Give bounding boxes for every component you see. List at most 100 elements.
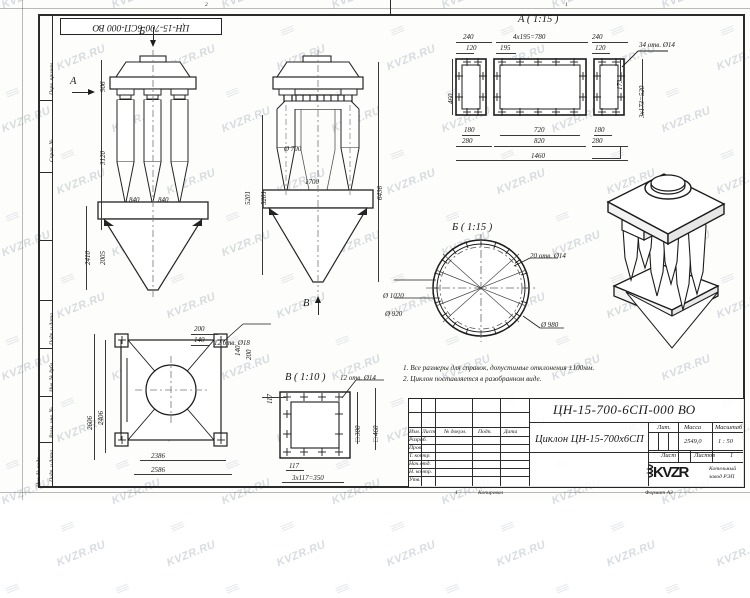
front-dim-840-a: 840	[129, 196, 140, 204]
section-arrow-b-stem	[153, 27, 154, 41]
watermark-logo-icon: ≡≡	[718, 517, 736, 536]
front-dim-2005: 2005	[99, 251, 107, 265]
dimline-a6	[592, 53, 610, 54]
dimline-a11	[594, 135, 612, 136]
viewv-dimline-5	[375, 388, 376, 450]
margin-item-inv-dubl: Инв. № дубл.	[49, 361, 55, 392]
detail-a-geometry	[455, 50, 668, 116]
side-view-geometry	[262, 50, 374, 292]
section-arrow-v-stem	[318, 302, 319, 315]
detail-a-dim-120-l: 120	[466, 44, 477, 52]
margin-sep-6	[38, 396, 52, 397]
tb-grid-h1	[408, 412, 529, 413]
note-line-2: 2. Циклон поставляется в разобранном вид…	[403, 375, 542, 383]
tb-grid-h2	[408, 427, 529, 428]
watermark-logo-icon: ≡≡	[608, 517, 626, 536]
watermark-logo-icon: ≡≡	[168, 517, 186, 536]
margin-sep-7	[38, 442, 52, 443]
copied-label: Копировал	[478, 490, 504, 496]
tb-row-razrab: Разраб.	[409, 437, 427, 443]
watermark-text: KVZR.RU	[220, 0, 272, 11]
detail-a-dim-180-l: 180	[464, 126, 475, 134]
detail-a-dim-820: 820	[534, 137, 545, 145]
tb-vline-3	[678, 422, 679, 462]
watermark-text: KVZR.RU	[715, 538, 750, 570]
dimline-a12	[592, 146, 628, 147]
plan-dim-2606: 2606	[86, 416, 94, 430]
dimline-a1	[456, 42, 492, 43]
margin-sep-3	[38, 240, 52, 241]
section-arrow-a-glyph	[88, 89, 95, 95]
watermark-logo-icon: ≡≡	[553, 331, 571, 350]
watermark-logo-icon: ≡≡	[3, 207, 21, 226]
tb-hline-lit	[648, 432, 743, 433]
tb-grid-h6	[408, 460, 529, 461]
tb-row-utv: Утв.	[409, 477, 421, 483]
view-v-dim-117-left: 117	[266, 394, 274, 404]
plan-dimline-4	[134, 474, 232, 475]
format-label: Формат А3	[645, 490, 673, 496]
margin-item-vzam-inv: Взам. инв. №	[49, 407, 55, 438]
front-dim-3120: 3120	[99, 151, 107, 165]
watermark-text: KVZR.RU	[440, 0, 492, 11]
section-arrow-v-glyph	[315, 296, 321, 303]
tb-hline-name	[529, 452, 743, 453]
tb-col-dokum: № докум.	[444, 429, 467, 435]
detail-a-dim-1460: 1460	[531, 152, 545, 160]
viewv-dimline-2	[286, 470, 304, 471]
tb-vline-2	[648, 422, 649, 486]
tb-hline-desig	[529, 422, 743, 423]
watermark-text: KVZR.RU	[495, 538, 548, 570]
margin-col-line	[52, 14, 53, 487]
watermark-logo-icon: ≡≡	[278, 517, 296, 536]
watermark-logo-icon: ≡≡	[3, 83, 21, 102]
watermark-logo-icon: ≡≡	[58, 269, 76, 288]
viewv-dimline-4	[357, 392, 358, 444]
watermark-logo-icon: ≡≡	[3, 455, 21, 474]
margin-item-inv-podl: Инв. № подл.	[36, 456, 42, 487]
tb-grid-v1	[421, 398, 422, 486]
watermark-logo-icon: ≡≡	[223, 579, 241, 598]
viewv-dimline-3	[282, 482, 344, 483]
zone-divider	[390, 0, 391, 14]
view-v-dim-117-bottom: 117	[289, 462, 299, 470]
margin-item-sprav: Справ. №	[49, 139, 55, 162]
tb-col-list: Лист	[422, 429, 436, 435]
plan-dimline-6	[105, 340, 106, 453]
watermark-logo-icon: ≡≡	[718, 21, 736, 40]
watermark-text: KVZR.RU	[275, 538, 328, 570]
side-dim-1700: 1700	[305, 178, 319, 186]
tb-sheets-label: Листов	[694, 452, 715, 459]
watermark-logo-icon: ≡≡	[553, 207, 571, 226]
tb-grid-v3	[472, 398, 473, 486]
watermark-logo-icon: ≡≡	[278, 21, 296, 40]
tb-mass-value: 2549,0	[684, 438, 702, 445]
view-v-note-12-holes: 12 отв. Ø14	[340, 374, 376, 382]
isometric-geometry	[606, 173, 726, 349]
tb-grid-h3	[408, 436, 529, 437]
margin-sep-2	[38, 172, 52, 173]
detail-b-dim-920: Ø 920	[385, 310, 403, 318]
watermark-logo-icon: ≡≡	[498, 145, 516, 164]
view-v-dim-460: □ 460	[372, 425, 380, 442]
tb-row-nachotd: Нач.отд.	[409, 461, 431, 467]
plan-dim-140-right: 140	[234, 345, 242, 357]
viewv-dimline-1	[262, 397, 286, 398]
tb-grid-h7	[408, 468, 529, 469]
side-dim-6436: 6436	[376, 186, 384, 200]
side-dim-rail2	[378, 62, 379, 282]
front-dim-rail	[101, 60, 102, 230]
watermark-logo-icon: ≡≡	[58, 517, 76, 536]
tb-vline-5	[658, 432, 659, 450]
watermark-text: KVZR.RU	[0, 352, 53, 384]
tb-mass-label: Масса	[684, 424, 702, 431]
plan-dim-2586: 2586	[151, 466, 165, 474]
section-label-v: В	[303, 298, 310, 309]
tb-vline-6	[668, 432, 669, 450]
plan-view-geometry	[114, 323, 271, 447]
view-v-dim-300: □ 300	[354, 425, 362, 442]
detail-a-dim-460: 460	[447, 93, 455, 105]
watermark-text: KVZR.RU	[660, 352, 713, 384]
paper-edge-bottom	[0, 492, 750, 493]
detail-b-note-20-holes: 20 отв. Ø14	[530, 252, 566, 260]
